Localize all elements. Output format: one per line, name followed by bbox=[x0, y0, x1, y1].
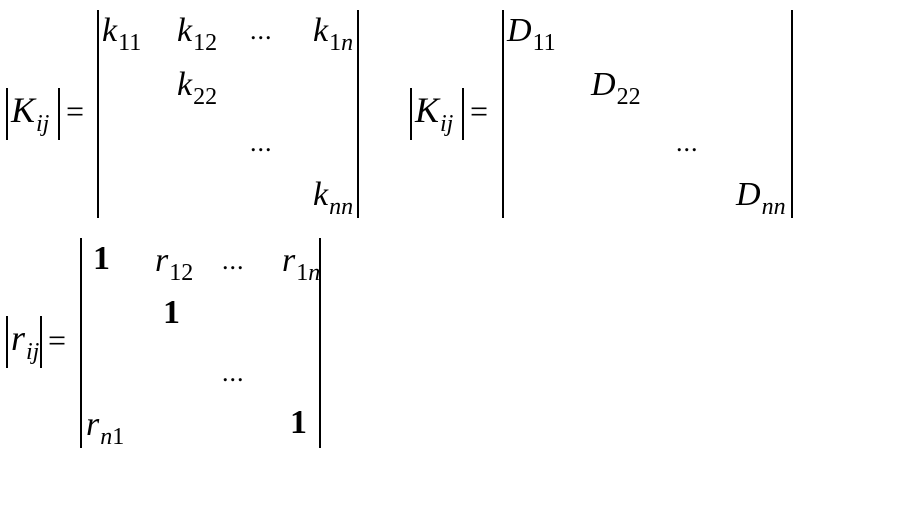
cell-k1n: k1n bbox=[313, 12, 354, 56]
lhs-symbol: Kij bbox=[11, 90, 50, 137]
lhs-subscript: ij bbox=[36, 111, 50, 137]
equals-sign: = bbox=[470, 93, 489, 129]
cell-one-r4: 1 bbox=[290, 404, 307, 441]
lhs-right-bar bbox=[462, 88, 464, 140]
cell-dots-r3: ... bbox=[222, 358, 245, 387]
cell-r1n: r1n bbox=[282, 242, 321, 286]
cell-knn: knn bbox=[313, 176, 354, 220]
cell-dots-r1: ... bbox=[222, 246, 245, 275]
matrix-right-bar bbox=[791, 10, 793, 218]
equals-sign: = bbox=[48, 322, 67, 358]
cell-dots-r3: ... bbox=[676, 128, 699, 157]
cell-dnn: Dnn bbox=[736, 176, 786, 220]
equation-d-matrix: Kij = D11 D22 ... Dnn bbox=[400, 0, 810, 225]
matrix-left-bar bbox=[97, 10, 99, 218]
lhs-subscript: ij bbox=[26, 339, 40, 365]
equation-k-matrix: Kij = k11 k12 ... k1n k22 ... knn bbox=[0, 0, 380, 225]
cell-k11: k11 bbox=[102, 12, 142, 56]
matrix-right-bar bbox=[357, 10, 359, 218]
cell-k22: k22 bbox=[177, 66, 218, 110]
lhs-right-bar bbox=[58, 88, 60, 140]
cell-one-r1: 1 bbox=[93, 240, 110, 277]
cell-d11: D11 bbox=[507, 12, 556, 56]
matrix-right-bar bbox=[319, 238, 321, 448]
cell-one-r2: 1 bbox=[163, 294, 180, 331]
cell-rn1: rn1 bbox=[86, 406, 125, 450]
lhs-symbol: rij bbox=[11, 318, 40, 365]
lhs-symbol: Kij bbox=[415, 90, 454, 137]
lhs-left-bar bbox=[410, 88, 412, 140]
lhs-right-bar bbox=[40, 316, 42, 368]
cell-d22: D22 bbox=[591, 66, 641, 110]
equation-r-matrix: rij = 1 r12 ... r1n 1 ... rn1 1 bbox=[0, 230, 340, 455]
cell-dots-r1: ... bbox=[250, 16, 273, 45]
lhs-subscript: ij bbox=[440, 111, 454, 137]
equals-sign: = bbox=[66, 93, 85, 129]
matrix-left-bar bbox=[502, 10, 504, 218]
matrix-left-bar bbox=[80, 238, 82, 448]
lhs-left-bar bbox=[6, 88, 8, 140]
cell-dots-r3: ... bbox=[250, 128, 273, 157]
lhs-left-bar bbox=[6, 316, 8, 368]
cell-r12: r12 bbox=[155, 242, 194, 286]
cell-k12: k12 bbox=[177, 12, 218, 56]
